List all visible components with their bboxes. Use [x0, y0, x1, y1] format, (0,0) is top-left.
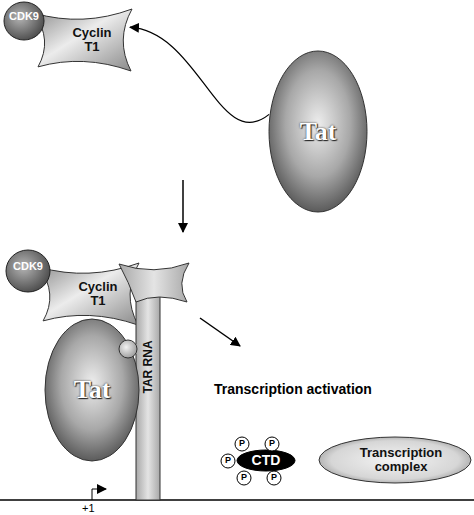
node-text: CDK9: [9, 11, 39, 23]
start-site-label: +1: [82, 502, 95, 514]
phosphate-circle: P: [264, 436, 280, 452]
phosphate-circle: P: [234, 436, 250, 452]
node-text: P: [241, 473, 247, 482]
cyclin-shape: Cyclin T1: [33, 8, 133, 72]
node-text: P: [225, 456, 231, 465]
node-text: Transcription complex: [349, 446, 453, 473]
activation-arrow: [200, 318, 240, 346]
phosphate-circle: P: [220, 453, 236, 469]
node-text: Tat: [74, 376, 111, 403]
node-text: P: [239, 439, 245, 448]
kinase-circle: CDK9: [5, 249, 51, 293]
kinase-circle: CDK9: [3, 1, 45, 41]
node-text: Tat: [300, 118, 337, 145]
ctd-oval: CTD: [236, 449, 296, 472]
node-text: Cyclin T1: [64, 26, 120, 53]
tat-protein: Tat: [44, 318, 140, 462]
tat-protein: Tat: [268, 50, 368, 213]
process-arrow: [182, 180, 184, 232]
node-text: Cyclin T1: [70, 280, 126, 307]
node-text: P: [269, 439, 275, 448]
node-text: CTD: [252, 453, 281, 468]
phosphate-circle: P: [266, 470, 282, 486]
node-text: P: [271, 473, 277, 482]
node-text: TAR RNA: [142, 340, 155, 393]
binding-arrow: [130, 27, 269, 122]
annotation-text: Transcription activation: [214, 381, 372, 397]
node-text: CDK9: [13, 261, 43, 273]
phosphate-circle: P: [236, 470, 252, 486]
dna-baseline: [0, 499, 474, 501]
start-site-arrow: [92, 489, 106, 500]
transcription-complex: Transcription complex: [318, 436, 472, 484]
